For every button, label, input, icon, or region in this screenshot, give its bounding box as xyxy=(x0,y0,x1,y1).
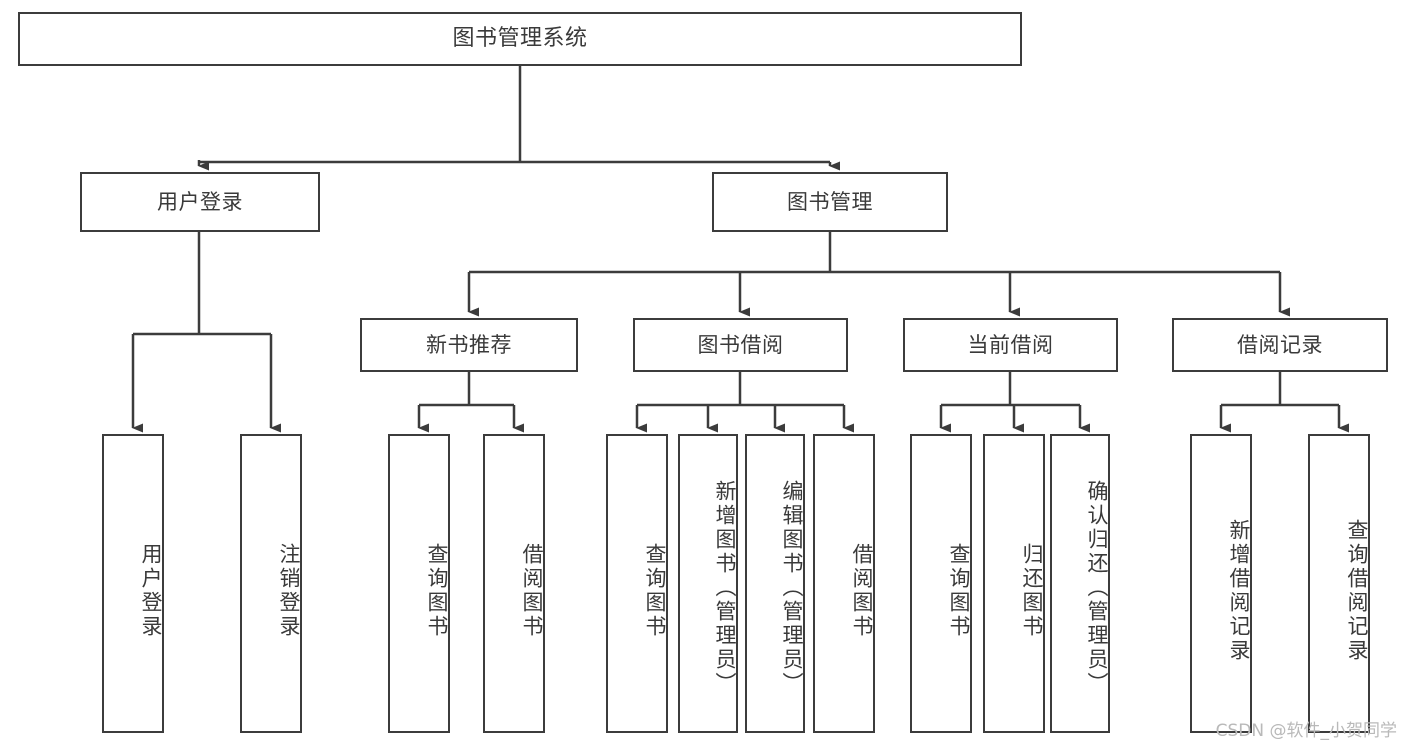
leaf-label: 借阅图书 xyxy=(850,542,874,639)
watermark: CSDN @软件_小贺同学 xyxy=(1215,721,1397,741)
leaf-query-book-borrow[interactable]: 查询图书 xyxy=(606,434,668,733)
node-user-login-label: 用户登录 xyxy=(157,189,243,214)
leaf-edit-book-admin[interactable]: 编辑图书（管理员） xyxy=(745,434,805,733)
node-book-management-label: 图书管理 xyxy=(787,189,873,214)
leaf-query-book-current[interactable]: 查询图书 xyxy=(910,434,972,733)
node-borrow-record[interactable]: 借阅记录 xyxy=(1172,318,1388,372)
leaf-borrow-book-recommend[interactable]: 借阅图书 xyxy=(483,434,545,733)
leaf-label: 查询图书 xyxy=(643,542,667,639)
leaf-add-book-admin[interactable]: 新增图书（管理员） xyxy=(678,434,738,733)
leaf-label: 查询图书 xyxy=(947,542,971,639)
leaf-return-book[interactable]: 归还图书 xyxy=(983,434,1045,733)
leaf-query-borrow-record[interactable]: 查询借阅记录 xyxy=(1308,434,1370,733)
leaf-query-book-recommend[interactable]: 查询图书 xyxy=(388,434,450,733)
leaf-label: 查询借阅记录 xyxy=(1345,518,1369,663)
leaf-label: 编辑图书（管理员） xyxy=(780,479,804,696)
node-root[interactable]: 图书管理系统 xyxy=(18,12,1022,66)
leaf-label: 查询图书 xyxy=(425,542,449,639)
node-book-management[interactable]: 图书管理 xyxy=(712,172,948,232)
leaf-label: 注销登录 xyxy=(277,542,301,639)
leaf-label: 新增借阅记录 xyxy=(1227,518,1251,663)
leaf-label: 用户登录 xyxy=(139,542,163,639)
leaf-label: 归还图书 xyxy=(1020,542,1044,639)
node-root-label: 图书管理系统 xyxy=(452,26,588,51)
leaf-logout[interactable]: 注销登录 xyxy=(240,434,302,733)
leaf-label: 借阅图书 xyxy=(520,542,544,639)
node-new-book-recommend[interactable]: 新书推荐 xyxy=(360,318,578,372)
node-current-borrow-label: 当前借阅 xyxy=(967,332,1054,357)
node-borrow-record-label: 借阅记录 xyxy=(1237,332,1323,357)
leaf-confirm-return-admin[interactable]: 确认归还（管理员） xyxy=(1050,434,1110,733)
node-current-borrow[interactable]: 当前借阅 xyxy=(903,318,1118,372)
leaf-label: 新增图书（管理员） xyxy=(713,479,737,696)
node-user-login[interactable]: 用户登录 xyxy=(80,172,320,232)
leaf-user-login[interactable]: 用户登录 xyxy=(102,434,164,733)
node-book-borrow-label: 图书借阅 xyxy=(697,332,784,357)
leaf-label: 确认归还（管理员） xyxy=(1085,479,1109,696)
node-book-borrow[interactable]: 图书借阅 xyxy=(633,318,848,372)
leaf-add-borrow-record[interactable]: 新增借阅记录 xyxy=(1190,434,1252,733)
leaf-borrow-book[interactable]: 借阅图书 xyxy=(813,434,875,733)
node-new-book-recommend-label: 新书推荐 xyxy=(426,332,512,357)
